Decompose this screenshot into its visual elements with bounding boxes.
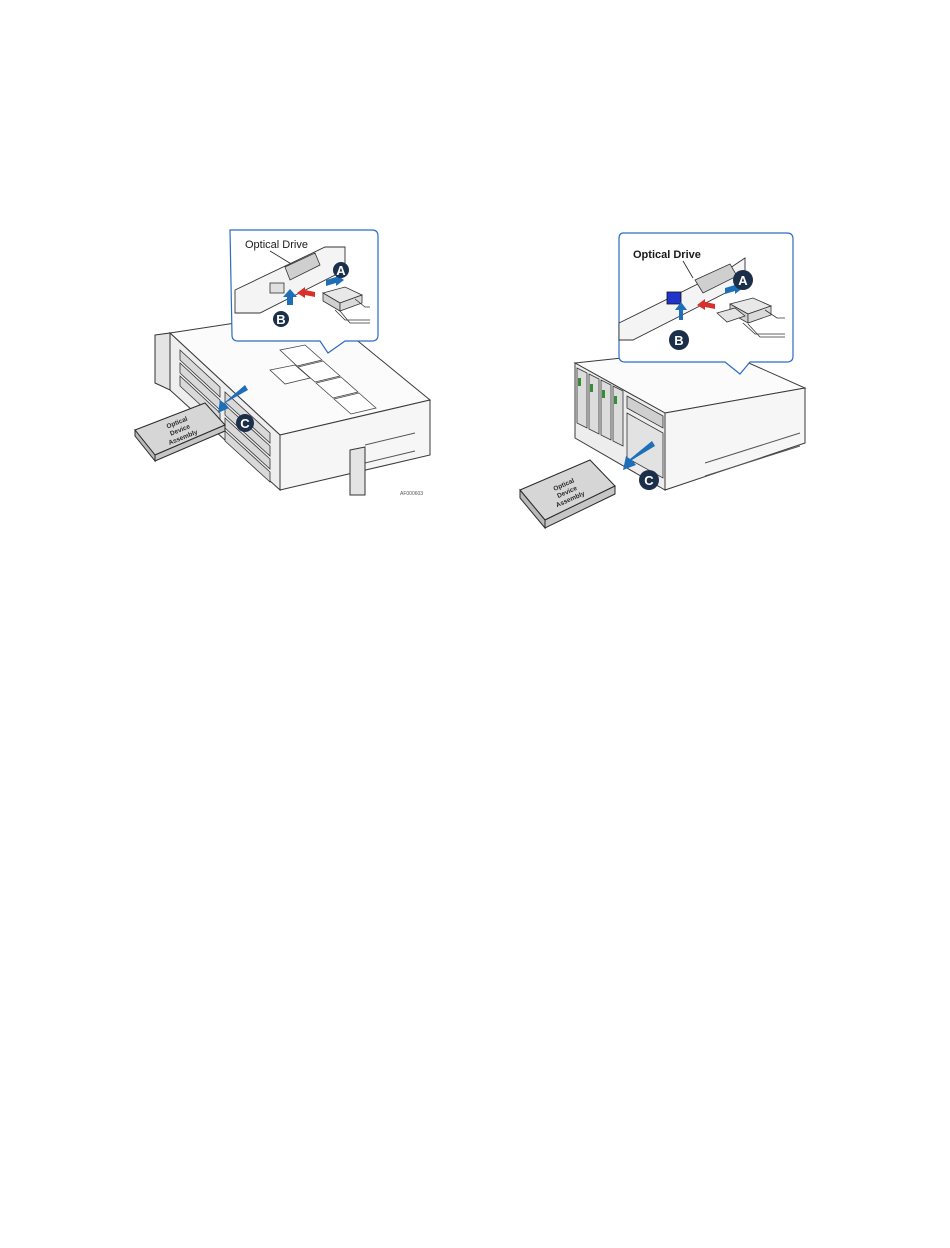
optical-drive-assembly: Optical Device Assembly xyxy=(135,403,225,461)
badge-c: C xyxy=(639,470,659,490)
badge-a: A xyxy=(333,262,349,278)
rack-ear-left xyxy=(155,333,170,390)
badge-c: C xyxy=(236,414,254,432)
badge-b: B xyxy=(669,330,689,350)
figure-right-illustration: Optical Device Assembly C Optical Drive xyxy=(515,228,810,543)
figure-left-optical-drive-removal: Optical Device Assembly C Optical Drive xyxy=(130,225,430,510)
figure-right-optical-drive-removal: Optical Device Assembly C Optical Drive xyxy=(515,228,810,543)
badge-b: B xyxy=(273,311,289,327)
callout-box: Optical Drive A xyxy=(230,230,378,353)
latch-blue xyxy=(667,292,681,304)
figure-code: AF000603 xyxy=(400,491,423,497)
svg-text:A: A xyxy=(336,263,346,278)
svg-text:C: C xyxy=(240,416,250,431)
callout-label-optical-drive: Optical Drive xyxy=(633,249,701,261)
optical-drive-assembly: Optical Device Assembly xyxy=(520,460,615,528)
callout-label-optical-drive: Optical Drive xyxy=(245,239,308,251)
svg-text:C: C xyxy=(644,473,654,488)
badge-a: A xyxy=(733,270,753,290)
svg-text:B: B xyxy=(674,333,683,348)
figure-left-illustration: Optical Device Assembly C Optical Drive xyxy=(130,225,430,510)
callout-box: Optical Drive A xyxy=(619,233,793,374)
svg-text:A: A xyxy=(738,273,748,288)
svg-text:B: B xyxy=(276,312,285,327)
rack-ear-right xyxy=(350,447,365,495)
